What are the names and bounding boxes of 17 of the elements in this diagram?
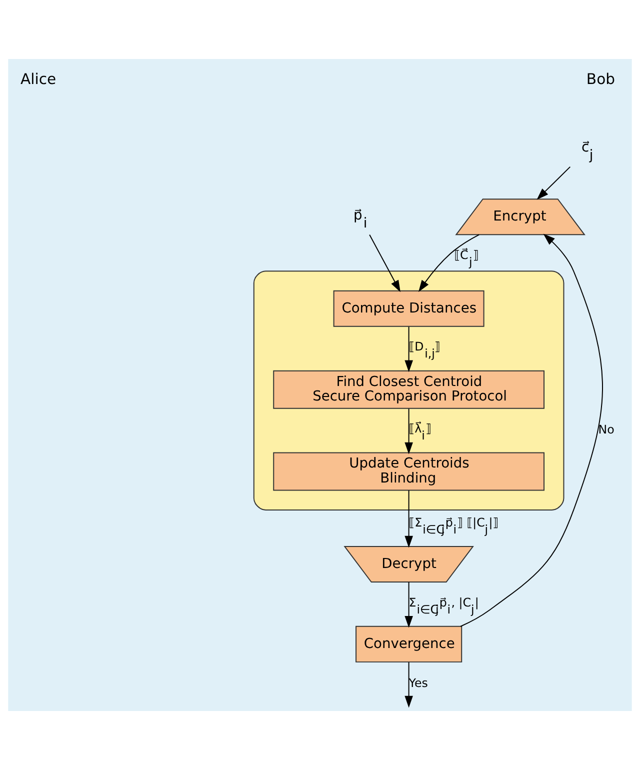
arrow <box>404 581 413 628</box>
arrow <box>404 661 413 708</box>
edge-label: No <box>598 422 614 436</box>
node-box: Convergence <box>356 625 462 662</box>
arrow <box>404 489 413 548</box>
label: Bob <box>586 70 616 88</box>
arrow <box>418 234 480 292</box>
node-box: Find Closest Centroid Secure Comparison Protocol <box>273 370 544 408</box>
arrow <box>536 166 571 200</box>
label: Alice <box>20 70 56 88</box>
arrow <box>404 326 413 372</box>
node-box: Update Centroids Blinding <box>273 452 544 490</box>
node-box: Compute Distances <box>333 290 484 326</box>
arrow <box>404 408 413 454</box>
cluster <box>253 270 564 510</box>
arrow <box>460 233 603 626</box>
arrow <box>369 234 400 292</box>
